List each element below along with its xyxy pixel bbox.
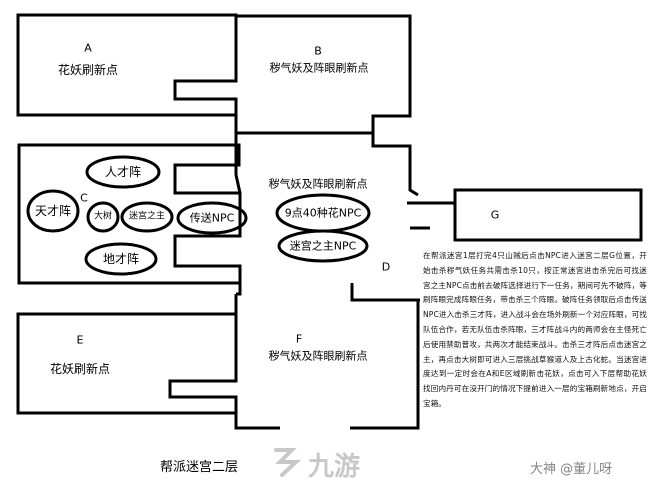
room-f-letter: F [295, 332, 303, 346]
room-f-outline [168, 294, 280, 430]
room-d-outline [234, 133, 242, 194]
oval-tian-label: 天才阵 [34, 204, 72, 218]
oval-di-label: 地才阵 [102, 252, 140, 266]
room-b-label: 秽气妖及阵眼刷新点 [269, 61, 369, 75]
strategy-description: 在帮派迷宫1层打完4只山贼后点击NPC进入迷宫二层G位置，开始击杀秽气妖任务共需… [423, 251, 647, 408]
map-caption: 帮派迷宫二层 [160, 460, 239, 475]
oval-dashu-label: 大树 [93, 211, 113, 222]
room-d-wall-right [371, 133, 419, 197]
room-a-letter: A [84, 41, 92, 55]
room-f-bottom-right [350, 300, 420, 430]
room-c-letter: C [80, 191, 88, 205]
jiuyou-logo-icon [274, 448, 302, 477]
oval-chuansong [176, 201, 248, 235]
room-f-label: 秽气妖及阵眼刷新点 [268, 349, 368, 363]
oval-di [84, 242, 158, 276]
oval-mizhi-d-label: 迷宫之主NPC [289, 239, 357, 253]
author-credit: 大神 @董儿呀 [530, 462, 613, 477]
oval-ren [85, 155, 161, 189]
room-d-letter: D [381, 260, 391, 274]
room-f-wall-right [350, 283, 420, 302]
room-g-letter: G [490, 208, 500, 222]
room-e-letter: E [76, 333, 84, 347]
oval-flower-npc-label: 9点40种花NPC [284, 206, 362, 220]
oval-ren-label: 人才阵 [104, 165, 142, 179]
room-e-label: 花妖刷新点 [49, 362, 111, 376]
room-d-label: 秽气妖及阵眼刷新点 [268, 177, 368, 191]
oval-mizhi-c [120, 201, 174, 233]
oval-mizhi-c-label: 迷宫之主 [128, 211, 166, 222]
watermark-text: 九游 [308, 452, 361, 482]
oval-chuansong-label: 传送NPC [189, 211, 235, 225]
room-a-label: 花妖刷新点 [57, 63, 119, 77]
room-b-letter: B [314, 44, 322, 58]
room-g-outline [453, 188, 643, 242]
oval-dashu [86, 201, 120, 233]
oval-tian [26, 189, 80, 233]
oval-mizhi-d [277, 229, 369, 263]
room-f-wall-left [236, 283, 242, 296]
